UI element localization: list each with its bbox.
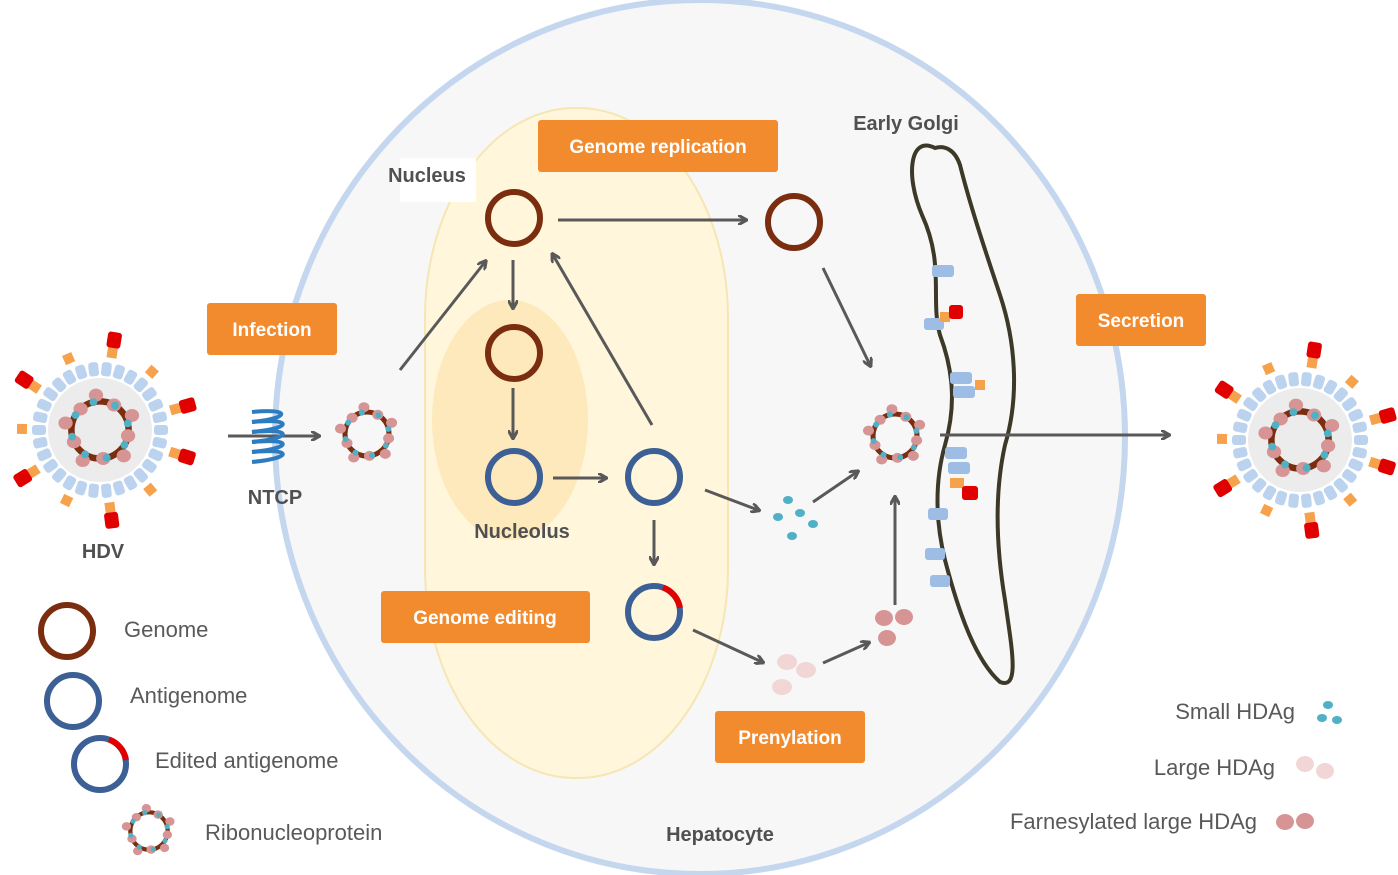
genome-ring-nucleus [485, 189, 543, 247]
hepatocyte-label: Hepatocyte [666, 824, 774, 846]
legend-edited-antigenome-ring [71, 735, 129, 793]
nucleolus [432, 300, 588, 540]
golgi-membrane [910, 143, 1017, 685]
rnp-assembly [863, 404, 926, 465]
legend-rnp [121, 803, 175, 856]
legend-edited-antigenome-label: Edited antigenome [155, 748, 338, 773]
hdv-virion-right [1213, 341, 1397, 539]
large-hdag-dots [772, 654, 816, 695]
legend-edit-mark [107, 736, 129, 761]
genome-ring-nucleolus [485, 324, 543, 382]
farnesylated-hdag-dots [875, 609, 913, 646]
arrow-small-hdag-to-rnp [812, 472, 857, 504]
golgi-receptors [924, 265, 985, 587]
ntcp-label: NTCP [248, 487, 302, 509]
small-hdag-dots [773, 496, 818, 540]
nucleolus-label: Nucleolus [474, 521, 570, 543]
legend-antigenome-ring [44, 672, 102, 730]
edit-mark [661, 584, 683, 609]
legend-large-hdag-dots [1296, 756, 1334, 779]
rnp-entering [335, 402, 398, 463]
arrow-antigenome-to-genome [553, 255, 654, 426]
legend-farnesylated-label: Farnesylated large HDAg [1010, 809, 1257, 834]
step-genome-replication: Genome replication [538, 120, 778, 172]
arrow-large-to-farnesylated [822, 643, 868, 665]
svg-text:Genome replication: Genome replication [569, 137, 746, 158]
legend-antigenome-label: Antigenome [130, 683, 247, 708]
legend-left: Genome Antigenome Edited antigenome Ribo… [38, 602, 382, 856]
arrows [228, 220, 1168, 663]
hdv-virion-left [13, 331, 197, 529]
arrow-to-small-hdag [704, 488, 758, 510]
nucleus-label: Nucleus [388, 165, 466, 187]
svg-text:Genome editing: Genome editing [413, 608, 557, 629]
svg-text:Infection: Infection [232, 320, 311, 341]
step-secretion: Secretion [1076, 294, 1206, 346]
arrow-genome-to-rnp [821, 267, 870, 365]
legend-genome-label: Genome [124, 617, 208, 642]
legend-genome-ring [38, 602, 96, 660]
genome-ring-cytoplasm [765, 193, 823, 251]
antigenome-ring-nucleus [625, 448, 683, 506]
edited-antigenome-ring [625, 583, 683, 641]
legend-farnesylated-dots [1276, 813, 1314, 830]
early-golgi-label: Early Golgi [853, 113, 959, 135]
hdv-label: HDV [82, 541, 125, 563]
antigenome-ring-nucleolus [485, 448, 543, 506]
step-genome-editing: Genome editing [381, 591, 590, 643]
arrow-to-large-hdag [692, 628, 762, 662]
legend-small-hdag-label: Small HDAg [1175, 699, 1295, 724]
step-prenylation: Prenylation [715, 711, 865, 763]
legend-right: Small HDAg Large HDAg Farnesylated large… [1010, 699, 1342, 834]
legend-rnp-label: Ribonucleoprotein [205, 820, 382, 845]
svg-text:Secretion: Secretion [1098, 311, 1185, 332]
step-infection: Infection [207, 303, 337, 355]
legend-small-hdag-dots [1317, 701, 1342, 724]
svg-text:Prenylation: Prenylation [738, 728, 841, 749]
ntcp-receptor [251, 409, 285, 464]
legend-large-hdag-label: Large HDAg [1154, 755, 1275, 780]
arrow-to-nucleus [398, 262, 485, 371]
